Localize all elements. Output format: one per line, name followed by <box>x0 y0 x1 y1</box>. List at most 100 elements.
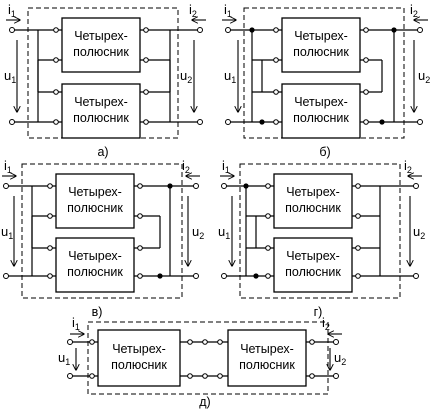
block-label: Четырех- <box>74 95 128 109</box>
current-in-label: i1 <box>222 158 230 175</box>
terminal <box>355 245 361 251</box>
terminal <box>413 273 419 279</box>
terminal <box>143 119 149 125</box>
junction-dot <box>379 119 385 125</box>
terminal <box>47 273 53 279</box>
block-label: Четырех- <box>74 29 128 43</box>
junction-dot <box>259 119 265 125</box>
junction-dot <box>167 183 173 189</box>
wires-g <box>224 185 416 277</box>
terminal <box>363 89 369 95</box>
wires-b <box>228 29 420 123</box>
block-label: полюсник <box>67 265 123 279</box>
terminal <box>197 119 203 125</box>
quadripole-v-top <box>55 173 135 229</box>
terminal <box>363 119 369 125</box>
junction-dot <box>249 27 255 33</box>
block-label: Четырех- <box>286 249 340 263</box>
caption-g: г) <box>314 305 323 319</box>
diagram-d: Четырех- полюсник Четырех- полюсник i1 i… <box>58 315 346 409</box>
terminal <box>187 373 193 379</box>
terminal <box>53 57 59 63</box>
terminal <box>143 57 149 63</box>
quadripole-d-second <box>227 329 307 387</box>
current-out-label: i2 <box>410 2 418 19</box>
junction-dot <box>253 273 259 279</box>
terminal <box>273 27 279 33</box>
terminal <box>355 213 361 219</box>
block-label: Четырех- <box>68 249 122 263</box>
current-in-label: i1 <box>4 158 12 175</box>
block-label: полюсник <box>285 265 341 279</box>
terminal <box>225 27 231 33</box>
block-label: Четырех- <box>112 342 166 356</box>
diagram-v: Четырех- полюсник Четырех- полюсник i1 i… <box>1 158 204 319</box>
quadripole-g-top <box>273 173 353 229</box>
current-out-label: i2 <box>189 2 197 19</box>
quadripole-d-first <box>97 329 181 387</box>
voltage-out-label: u2 <box>413 224 425 241</box>
terminal <box>193 183 199 189</box>
block-label: Четырех- <box>240 342 294 356</box>
junction-dot <box>391 27 397 33</box>
outline-v <box>21 163 183 299</box>
terminal <box>47 245 53 251</box>
terminal <box>265 273 271 279</box>
voltage-out-label: u2 <box>418 68 430 85</box>
quadripole-b-bottom <box>281 83 361 139</box>
caption-d: д) <box>199 395 210 409</box>
block-label: полюсник <box>293 111 349 125</box>
terminal <box>89 339 95 345</box>
terminal <box>137 245 143 251</box>
series-links-a <box>37 60 171 92</box>
terminal <box>413 183 419 189</box>
block-label: полюсник <box>239 358 295 372</box>
current-out-label: i2 <box>404 158 412 175</box>
diagram-b: Четырех- полюсник Четырех- полюсник i1 i… <box>222 2 430 159</box>
terminal <box>225 119 231 125</box>
terminal <box>143 27 149 33</box>
current-out-label: i2 <box>322 315 330 332</box>
voltage-out-label: u2 <box>180 68 192 85</box>
terminal <box>333 339 339 345</box>
terminal <box>273 119 279 125</box>
terminal <box>187 339 193 345</box>
terminal <box>217 339 223 345</box>
terminal <box>217 373 223 379</box>
terminal <box>53 119 59 125</box>
terminal <box>53 27 59 33</box>
block-label: Четырех- <box>294 29 348 43</box>
block-label: полюсник <box>285 201 341 215</box>
terminal <box>273 57 279 63</box>
terminal <box>417 27 423 33</box>
terminal <box>143 89 149 95</box>
current-in-label: i1 <box>72 315 80 332</box>
block-label: полюсник <box>67 201 123 215</box>
block-label: Четырех- <box>294 95 348 109</box>
block-label: Четырех- <box>68 185 122 199</box>
terminal <box>265 245 271 251</box>
terminal <box>202 339 208 345</box>
voltage-in-label: u1 <box>218 224 230 241</box>
terminal <box>273 89 279 95</box>
terminal <box>47 213 53 219</box>
terminal <box>137 273 143 279</box>
quadripole-a-bottom <box>61 83 141 139</box>
junction-dot <box>157 273 163 279</box>
outline-g <box>239 163 401 299</box>
voltage-in-label: u1 <box>1 224 13 241</box>
terminal <box>47 183 53 189</box>
terminal <box>67 339 73 345</box>
voltage-in-label: u1 <box>224 68 236 85</box>
diagram-g: Четырех- полюсник Четырех- полюсник i1 i… <box>218 158 425 319</box>
terminal <box>197 27 203 33</box>
current-in-label: i1 <box>8 2 16 19</box>
terminal <box>221 273 227 279</box>
terminal <box>89 373 95 379</box>
voltage-in-label: u1 <box>4 68 16 85</box>
terminal <box>202 373 208 379</box>
quadripole-b-top <box>281 17 361 73</box>
caption-v: в) <box>92 305 103 319</box>
junction-dot <box>243 183 249 189</box>
block-label: полюсник <box>73 111 129 125</box>
